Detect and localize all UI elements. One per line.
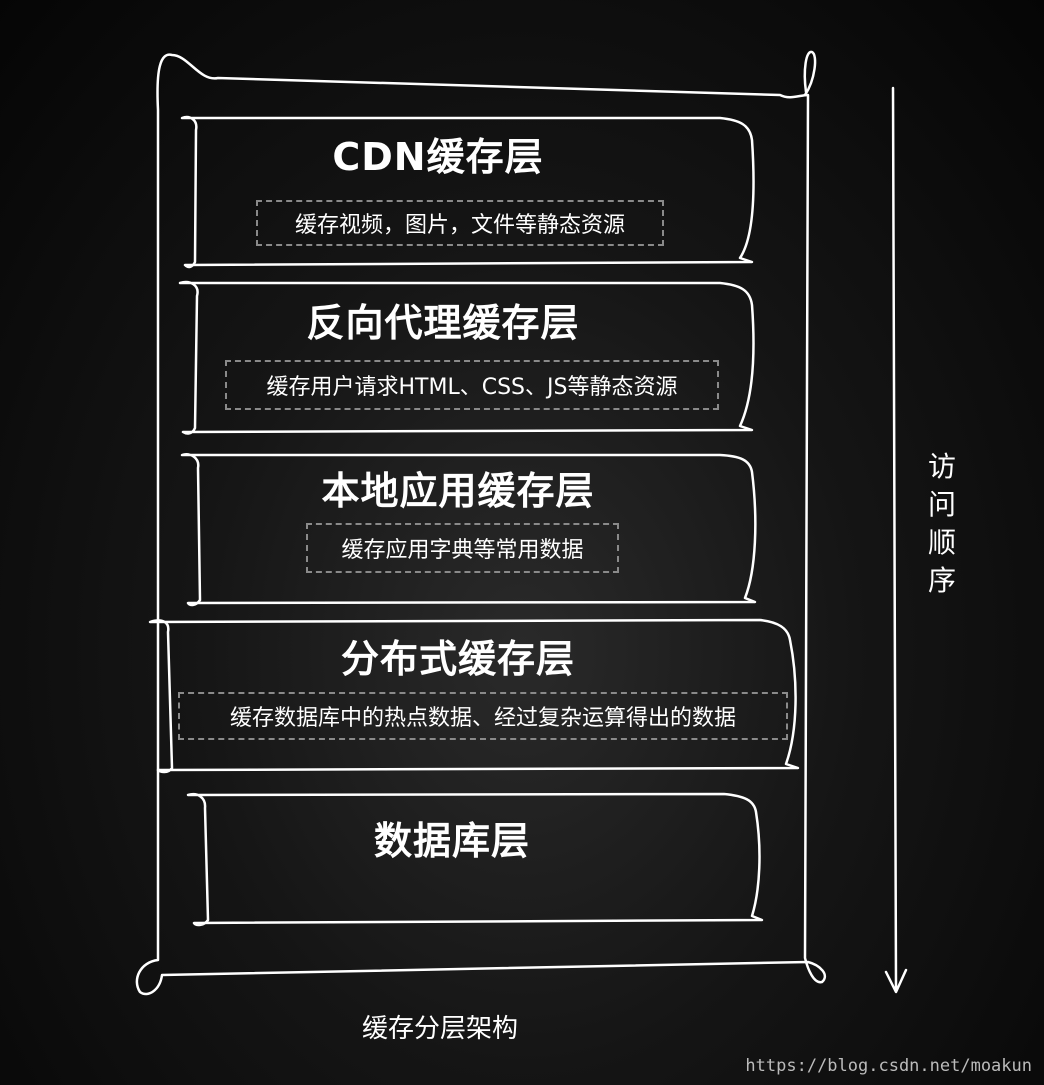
watermark-url: https://blog.csdn.net/moakun <box>745 1056 1032 1076</box>
layer-title-database: 数据库层 <box>373 819 530 863</box>
layer-title-cdn: CDN缓存层 <box>332 135 544 179</box>
access-order-arrow <box>884 86 908 994</box>
layer-box-distributed <box>148 618 800 774</box>
layer-desc-reverse-proxy: 缓存用户请求HTML、CSS、JS等静态资源 <box>225 360 719 410</box>
layer-desc-local-app: 缓存应用字典等常用数据 <box>306 523 619 573</box>
diagram-caption: 缓存分层架构 <box>361 1014 518 1044</box>
layer-box-reverse-proxy <box>178 280 755 435</box>
layer-title-reverse-proxy: 反向代理缓存层 <box>306 301 580 345</box>
layer-title-local-app: 本地应用缓存层 <box>321 469 595 513</box>
layer-box-database <box>186 792 764 927</box>
layer-box-local-app <box>180 453 757 607</box>
access-order-label: 访问顺序 <box>927 450 956 597</box>
outer-container-outline <box>135 53 827 996</box>
layer-title-distributed: 分布式缓存层 <box>340 637 575 681</box>
layer-desc-cdn: 缓存视频，图片，文件等静态资源 <box>256 200 664 246</box>
layer-box-cdn <box>180 115 755 269</box>
layer-desc-distributed: 缓存数据库中的热点数据、经过复杂运算得出的数据 <box>178 692 788 740</box>
